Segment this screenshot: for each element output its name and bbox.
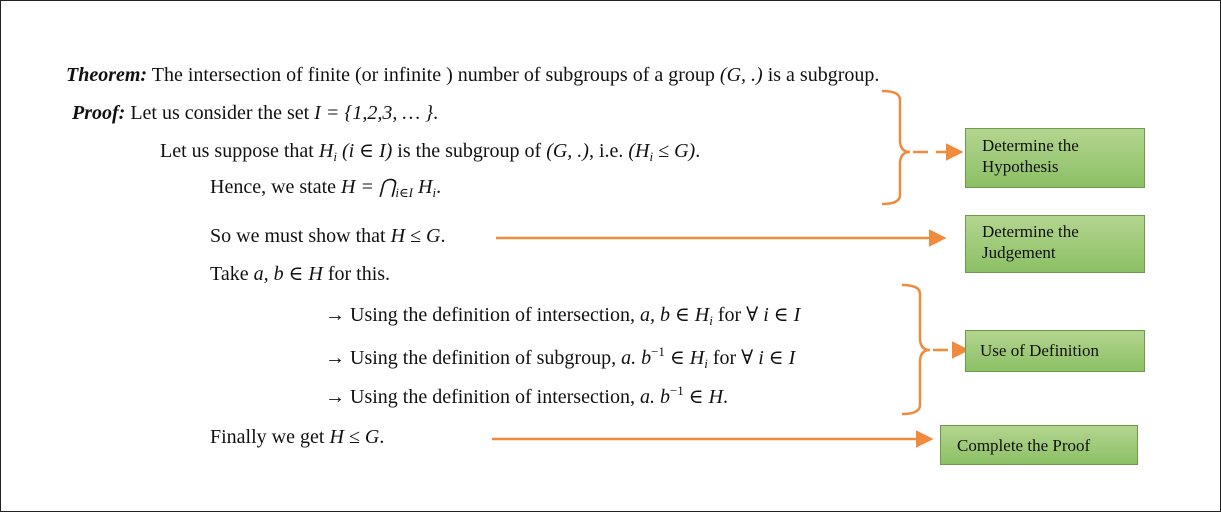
box-judgement: Determine the Judgement [965, 215, 1145, 273]
theorem-lead: Theorem: [66, 64, 148, 86]
proof-line-1-text: Let us consider the set [125, 102, 315, 124]
proof-line-8-sup: −1 [669, 383, 684, 398]
proof-line-9: Finally we get H ≤ G. [210, 425, 384, 449]
proof-line-5-end: for this. [322, 263, 391, 285]
proof-line-1-end: . [433, 102, 439, 124]
proof-line-2-cond: (i ∈ I) [336, 140, 393, 162]
proof-line-3: Hence, we state H = ⋂i∈I Hi. [210, 175, 441, 205]
theorem-line: Theorem: The intersection of finite (or … [66, 63, 879, 87]
theorem-text-b: is a subgroup. [762, 64, 880, 86]
proof-line-2-text: Let us suppose that [160, 140, 319, 162]
proof-line-5: Take a, b ∈ H for this. [210, 262, 390, 286]
proof-line-7-text-b: for ∀ [707, 347, 759, 369]
box-definition: Use of Definition [965, 330, 1145, 372]
proof-line-4-text: So we must show that [210, 225, 391, 247]
proof-line-8-end: . [723, 386, 729, 408]
proof-line-8-ab: a. b [639, 386, 670, 408]
proof-line-6-text-b: for ∀ [712, 304, 764, 326]
proof-line-3-hi: H [412, 176, 433, 198]
proof-line-7-text: → Using the definition of subgroup, [325, 347, 622, 369]
proof-line-7-cond: i ∈ I [758, 347, 796, 369]
proof-line-6-cond: i ∈ I [763, 304, 801, 326]
proof-line-7-i: i [704, 356, 708, 371]
box-complete: Complete the Proof [940, 425, 1138, 465]
proof-line-2-rel-close: ≤ G) [653, 140, 696, 162]
theorem-text-a: The intersection of finite (or infinite … [147, 64, 720, 86]
proof-line-6-ab: a, b ∈ H [639, 304, 710, 326]
proof-line-6: → Using the definition of intersection, … [325, 303, 800, 333]
proof-line-3-text: Hence, we state [210, 176, 342, 198]
proof-line-8-in: ∈ H [683, 386, 724, 408]
proof-line-8-text: → Using the definition of intersection, [325, 386, 640, 408]
proof-line-7: → Using the definition of subgroup, a. b… [325, 340, 795, 376]
proof-line-9-rel: H ≤ G [329, 426, 380, 448]
brace-hypothesis [881, 89, 911, 206]
proof-line-2: Let us suppose that Hi (i ∈ I) is the su… [160, 139, 700, 169]
proof-line-9-text: Finally we get [210, 426, 330, 448]
proof-line-2-text-b: is the subgroup of [392, 140, 547, 162]
proof-lead: Proof: [72, 102, 126, 124]
proof-line-6-i: i [709, 313, 713, 328]
proof-line-1-set: I = {1,2,3, … } [314, 102, 434, 124]
proof-line-2-rel-open: (H [628, 140, 650, 162]
proof-line-1: Proof: Let us consider the set I = {1,2,… [72, 101, 438, 125]
proof-line-5-text: Take [210, 263, 254, 285]
proof-line-4: So we must show that H ≤ G. [210, 224, 445, 248]
proof-line-2-rel-i: i [649, 149, 654, 164]
proof-line-2-text-c: , i.e. [588, 140, 629, 162]
proof-line-3-i: i [432, 185, 437, 200]
proof-line-4-end: . [440, 225, 446, 247]
proof-line-3-h: H = ⋂ [341, 176, 396, 198]
proof-line-9-end: . [379, 426, 385, 448]
proof-line-4-rel: H ≤ G [390, 225, 441, 247]
proof-line-8: → Using the definition of intersection, … [325, 379, 728, 409]
proof-line-7-sup: −1 [651, 344, 665, 359]
proof-line-3-sub: i∈I [395, 185, 413, 200]
box-hypothesis: Determine the Hypothesis [965, 128, 1145, 188]
proof-line-2-end: . [695, 140, 701, 162]
proof-line-7-in: ∈ H [664, 347, 705, 369]
proof-line-2-h: H [318, 140, 334, 162]
brace-definition [901, 283, 931, 416]
proof-line-2-i: i [333, 149, 337, 164]
proof-line-5-ab: a, b ∈ H [253, 263, 323, 285]
proof-line-7-ab: a. b [621, 347, 652, 369]
theorem-group: (G, .) [719, 64, 763, 86]
proof-line-3-end: . [436, 176, 442, 198]
proof-line-6-text: → Using the definition of intersection, [325, 304, 640, 326]
proof-line-2-group: (G, .) [546, 140, 589, 162]
